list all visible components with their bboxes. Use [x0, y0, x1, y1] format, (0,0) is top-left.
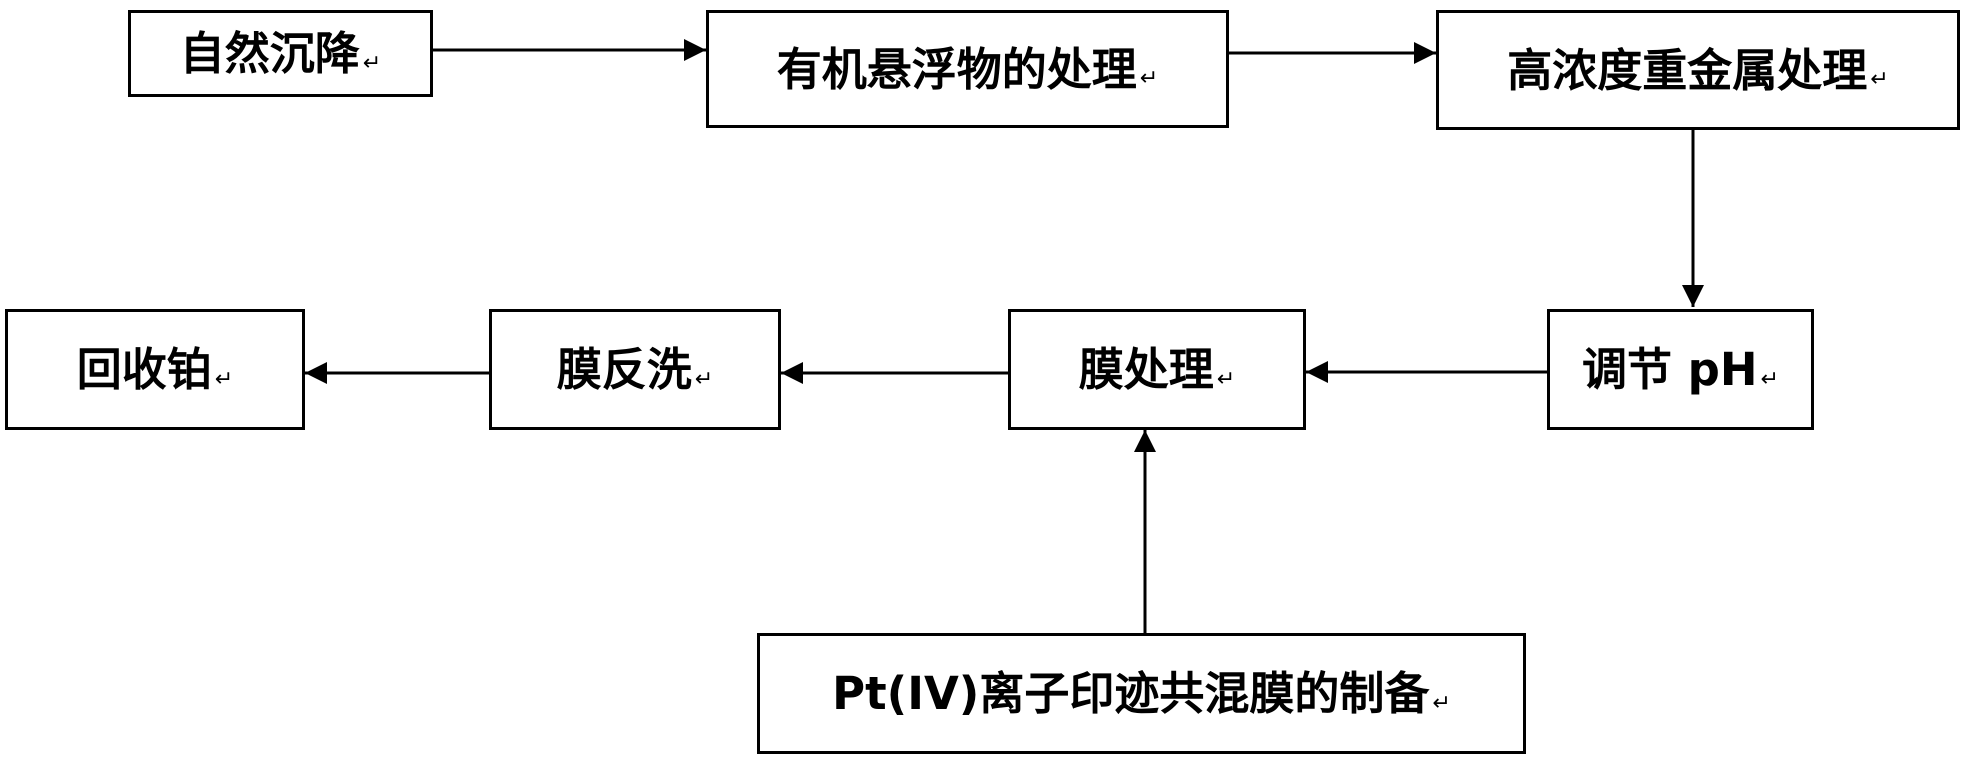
node-label: 回收铂 — [76, 343, 212, 396]
node-recover-platinum: 回收铂↵ — [5, 309, 305, 430]
node-adjust-ph: 调节 pH↵ — [1547, 309, 1814, 430]
node-label: Pt(IV)离子印迹共混膜的制备 — [832, 667, 1430, 720]
node-heavy-metal-treatment: 高浓度重金属处理↵ — [1436, 10, 1960, 130]
node-label: 高浓度重金属处理 — [1507, 43, 1868, 97]
return-mark: ↵ — [694, 366, 714, 392]
node-imprinted-membrane-prep: Pt(IV)离子印迹共混膜的制备↵ — [757, 633, 1526, 754]
node-organic-suspended-treatment: 有机悬浮物的处理↵ — [706, 10, 1229, 128]
node-label: 有机悬浮物的处理 — [776, 42, 1137, 96]
node-membrane-backwash: 膜反洗↵ — [489, 309, 781, 430]
return-mark: ↵ — [1760, 366, 1779, 392]
return-mark: ↵ — [1216, 366, 1236, 392]
node-label: 膜处理 — [1078, 343, 1214, 396]
node-membrane-treatment: 膜处理↵ — [1008, 309, 1306, 430]
node-label: 膜反洗 — [556, 343, 692, 396]
node-label: 调节 pH — [1582, 343, 1758, 396]
return-mark: ↵ — [1870, 67, 1889, 92]
return-mark: ↵ — [1139, 66, 1159, 91]
node-label: 自然沉降 — [179, 27, 360, 80]
return-mark: ↵ — [214, 366, 234, 392]
node-natural-sedimentation: 自然沉降↵ — [128, 10, 433, 97]
return-mark: ↵ — [362, 50, 382, 76]
return-mark: ↵ — [1432, 690, 1451, 716]
